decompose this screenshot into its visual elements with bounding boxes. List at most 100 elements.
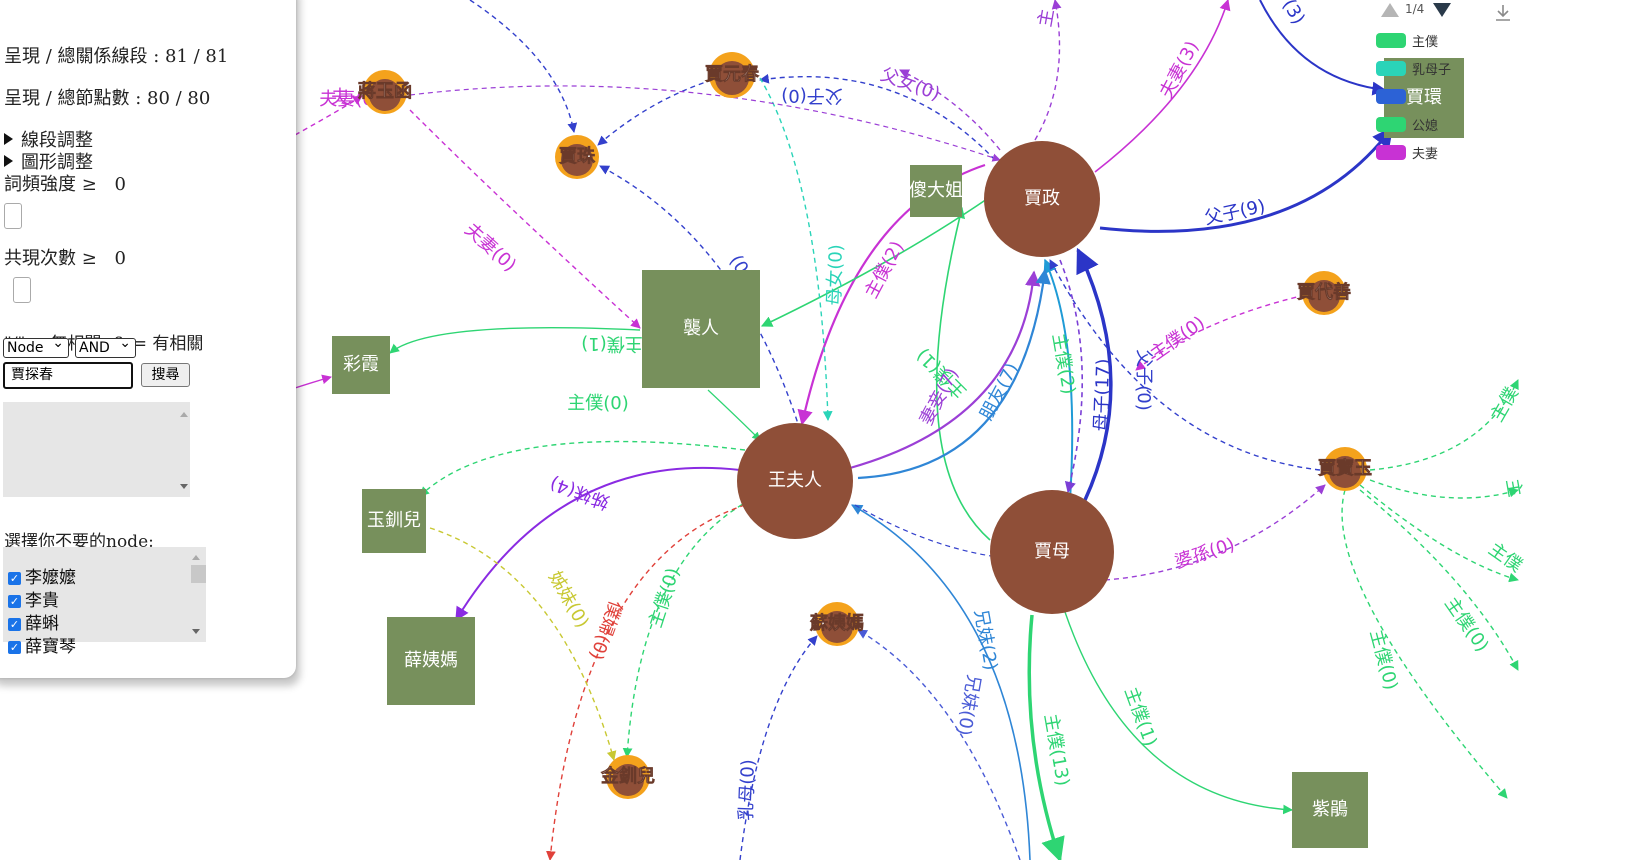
relation-edge[interactable] xyxy=(419,440,746,497)
exclude-item[interactable]: ✓薛蝌 xyxy=(8,614,59,634)
mode-select[interactable]: Node xyxy=(3,334,69,358)
search-button[interactable]: 搜尋 xyxy=(141,363,190,387)
logic-select[interactable]: AND xyxy=(75,334,136,358)
graph-node-wangfuren[interactable]: 王夫人 xyxy=(737,423,853,539)
node-label: 賈政 xyxy=(1024,188,1060,209)
node-circle[interactable] xyxy=(984,141,1100,257)
legend-item[interactable]: 乳母子 xyxy=(1376,58,1451,78)
exclude-item[interactable]: ✓薛寶琴 xyxy=(8,637,76,657)
graph-node-suyima[interactable]: 蘇姨媽 xyxy=(809,602,864,646)
relation-edge[interactable] xyxy=(1064,611,1293,815)
relation-edge[interactable] xyxy=(294,95,363,136)
node-rect[interactable] xyxy=(642,270,760,388)
relation-edge[interactable] xyxy=(857,268,1051,480)
shape-adjust-toggle[interactable]: 圖形調整 xyxy=(4,148,93,174)
relation-edge[interactable] xyxy=(935,206,991,541)
graph-node-jiangyuhan[interactable]: 蔣玉函 xyxy=(358,70,412,114)
relation-edge[interactable] xyxy=(899,69,1001,151)
relation-edge[interactable] xyxy=(1359,484,1519,583)
relation-edge[interactable] xyxy=(469,0,578,133)
relation-edge[interactable] xyxy=(294,374,332,389)
relation-edge[interactable] xyxy=(597,79,713,146)
scrollbar-thumb[interactable] xyxy=(191,565,206,583)
graph-node-yuchuaner_sq[interactable]: 玉釧兒 xyxy=(362,489,426,553)
graph-node-xiren[interactable]: 襲人 xyxy=(642,270,760,388)
relation-edge[interactable] xyxy=(546,504,746,860)
graph-node-jiamu[interactable]: 賈母 xyxy=(990,490,1114,614)
checkbox-checked-icon[interactable]: ✓ xyxy=(8,641,21,654)
node-rect[interactable] xyxy=(1292,772,1368,848)
relation-edge[interactable] xyxy=(1341,489,1508,799)
download-icon[interactable] xyxy=(1493,3,1513,23)
node-rect[interactable] xyxy=(387,617,475,705)
relation-edge[interactable] xyxy=(622,499,751,758)
relation-edge[interactable] xyxy=(1049,259,1321,471)
legend-next-icon[interactable] xyxy=(1432,2,1452,18)
node-rect[interactable] xyxy=(332,336,390,394)
exclude-node-list[interactable] xyxy=(3,547,206,642)
legend-item[interactable] xyxy=(1376,86,1412,104)
graph-node-jiadaishan[interactable]: 賈代善 xyxy=(1297,271,1351,315)
search-results-list[interactable] xyxy=(3,402,190,497)
graph-node-jiayuanchun[interactable]: 賈元春 xyxy=(705,52,760,98)
node-rect[interactable] xyxy=(362,489,426,553)
relation-edge[interactable] xyxy=(1059,259,1084,494)
relation-edge[interactable] xyxy=(429,527,617,761)
relation-edge[interactable] xyxy=(1034,0,1062,141)
graph-node-shadajie[interactable]: 傻大姐 xyxy=(909,165,963,217)
scroll-down-icon[interactable] xyxy=(180,484,188,489)
node-circle[interactable] xyxy=(990,490,1114,614)
node-label: 賈寶玉 xyxy=(1318,457,1372,479)
relation-edge[interactable] xyxy=(849,270,1041,470)
node-rect[interactable] xyxy=(910,165,962,217)
relation-edge[interactable] xyxy=(1369,379,1519,471)
graph-node-jiazheng[interactable]: 賈政 xyxy=(984,141,1100,257)
relation-edge[interactable] xyxy=(1104,484,1326,581)
exclude-item[interactable]: ✓李貴 xyxy=(8,591,59,611)
legend-item[interactable]: 公媳 xyxy=(1376,114,1438,134)
relation-edge[interactable] xyxy=(1094,0,1231,173)
relation-edge[interactable] xyxy=(851,504,1031,860)
relation-edge[interactable] xyxy=(760,189,1001,327)
relation-edge[interactable] xyxy=(1043,258,1074,501)
relation-edge[interactable] xyxy=(409,85,1001,162)
cooc-input[interactable] xyxy=(13,277,31,303)
checkbox-checked-icon[interactable]: ✓ xyxy=(8,595,21,608)
legend-item[interactable]: 主僕 xyxy=(1376,30,1438,50)
relation-edge[interactable] xyxy=(1359,489,1519,671)
relation-edge[interactable] xyxy=(455,466,741,622)
scroll-up-icon[interactable] xyxy=(180,412,188,417)
relation-edge[interactable] xyxy=(1135,294,1306,371)
relation-edge[interactable] xyxy=(739,635,818,860)
relation-edge[interactable] xyxy=(1027,614,1065,860)
graph-node-xueyima[interactable]: 薛姨媽 xyxy=(387,617,475,705)
relation-edge[interactable] xyxy=(759,73,996,161)
relation-edge[interactable] xyxy=(599,165,801,431)
relation-edge[interactable] xyxy=(1076,247,1113,501)
node-circle[interactable] xyxy=(737,423,853,539)
scroll-up-icon[interactable] xyxy=(192,555,200,560)
legend-prev-icon[interactable] xyxy=(1380,2,1400,18)
freq-input[interactable] xyxy=(4,203,22,229)
relation-edge[interactable] xyxy=(707,389,761,441)
relation-edge[interactable] xyxy=(1369,479,1519,499)
graph-node-zijuan[interactable]: 紫鵑 xyxy=(1292,772,1368,848)
graph-node-jiabaoyu[interactable]: 賈寶玉 xyxy=(1318,447,1372,491)
legend-item[interactable]: 夫妻 xyxy=(1376,142,1438,162)
relation-edge[interactable] xyxy=(409,109,641,329)
line-adjust-toggle[interactable]: 線段調整 xyxy=(4,126,93,152)
relation-edge[interactable] xyxy=(759,77,833,421)
graph-node-jinchuaner[interactable]: 金釧兒 xyxy=(600,755,655,799)
checkbox-checked-icon[interactable]: ✓ xyxy=(8,618,21,631)
relation-edge[interactable] xyxy=(1259,0,1387,96)
exclude-item[interactable]: ✓李嬤嬤 xyxy=(8,568,76,588)
relation-edge[interactable] xyxy=(857,629,1021,860)
graph-node-caixia[interactable]: 彩霞 xyxy=(332,336,390,394)
relation-edge[interactable] xyxy=(1099,126,1394,233)
search-input[interactable]: 賈探春 xyxy=(3,362,133,389)
checkbox-checked-icon[interactable]: ✓ xyxy=(8,572,21,585)
graph-node-jiazhu[interactable]: 賈珠 xyxy=(555,135,599,179)
relation-edge[interactable] xyxy=(389,326,641,354)
scroll-down-icon[interactable] xyxy=(192,629,200,634)
